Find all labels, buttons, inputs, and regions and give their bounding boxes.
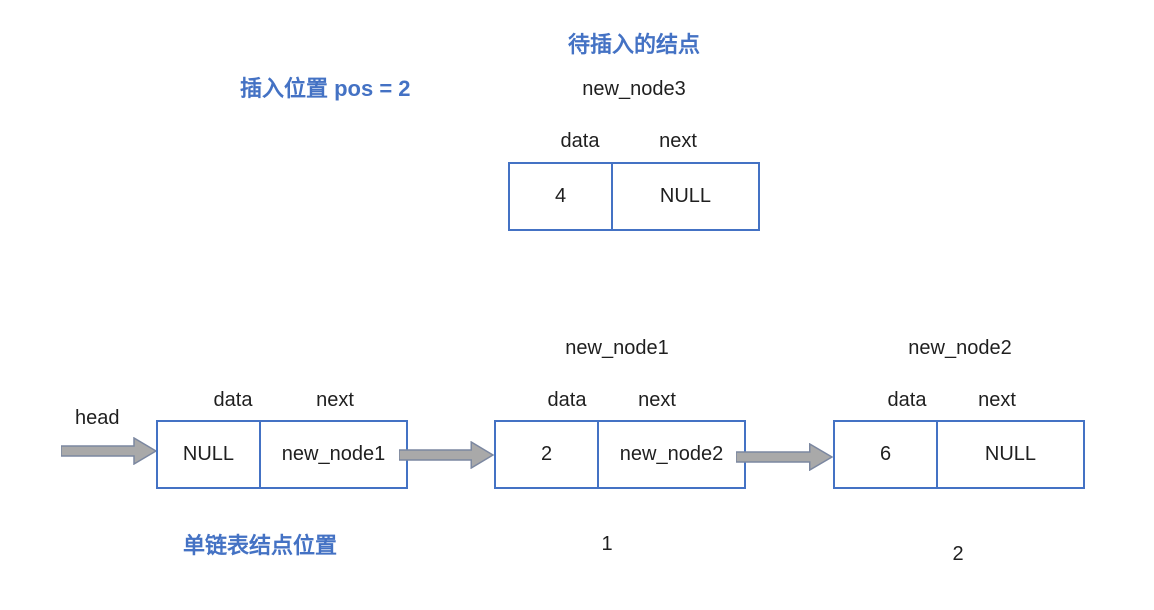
node2-position-label: 1	[601, 533, 613, 555]
head-pointer-arrow-icon	[61, 437, 157, 465]
insert-position-label: 插入位置 pos = 2	[240, 76, 411, 101]
node3-data-cell: 6	[835, 422, 938, 487]
node2-data-header: data	[547, 389, 587, 411]
pending-section-title: 待插入的结点	[567, 32, 701, 57]
node3-data-header: data	[887, 389, 927, 411]
next-pointer-arrow-icon-1	[399, 441, 494, 469]
pending-node-name: new_node3	[582, 78, 686, 100]
node1-data-cell: NULL	[158, 422, 261, 487]
pending-node-next-cell: NULL	[659, 185, 712, 207]
pending-node-box: 4 NULL	[508, 162, 760, 231]
pending-node-next-header: next	[659, 130, 697, 152]
pending-node-data-cell: 4	[510, 164, 613, 229]
head-label: head	[75, 407, 120, 429]
node1-next-cell: new_node1	[281, 443, 386, 465]
node2-box: 2 new_node2	[494, 420, 746, 489]
node3-name: new_node2	[908, 337, 1012, 359]
node2-data-cell: 2	[496, 422, 599, 487]
node3-box: 6 NULL	[833, 420, 1085, 489]
node2-next-cell: new_node2	[619, 443, 724, 465]
pending-node-data-header: data	[560, 130, 600, 152]
node3-position-label: 2	[952, 543, 964, 565]
list-position-caption: 单链表结点位置	[183, 533, 338, 558]
node1-data-header: data	[213, 389, 253, 411]
node2-next-header: next	[638, 389, 676, 411]
node3-next-header: next	[978, 389, 1016, 411]
node3-next-cell: NULL	[984, 443, 1037, 465]
next-pointer-arrow-icon-2	[736, 443, 833, 471]
node1-box: NULL new_node1	[156, 420, 408, 489]
node1-next-header: next	[316, 389, 354, 411]
node2-name: new_node1	[565, 337, 669, 359]
